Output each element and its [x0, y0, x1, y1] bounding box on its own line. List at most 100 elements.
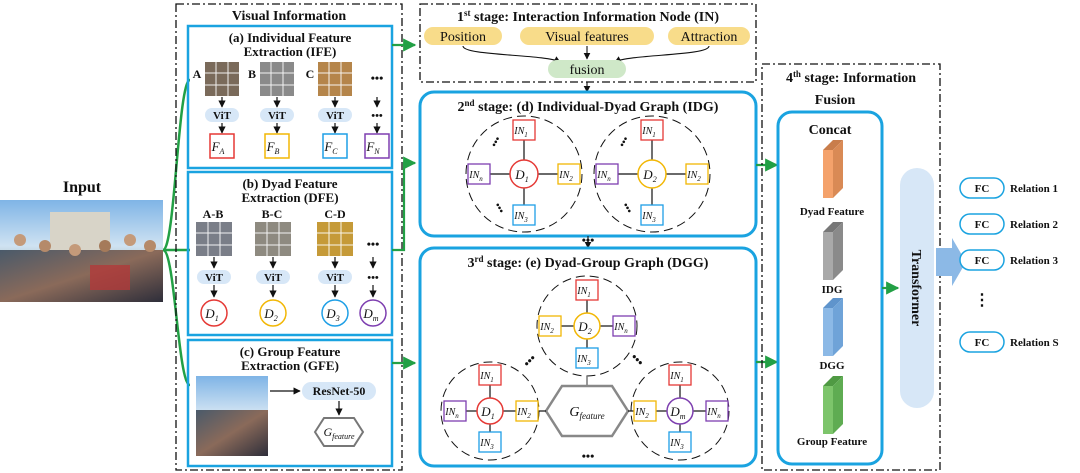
- feature-fc: [322, 133, 348, 159]
- output-relation-1: FC Relation 1: [959, 177, 1058, 199]
- stage3-box: [418, 246, 758, 468]
- group-feature-label: Group Feature: [797, 436, 867, 448]
- dgg-right-inn: [705, 400, 729, 422]
- dfe-box: [186, 170, 394, 337]
- resnet-pill: [302, 382, 376, 400]
- fc-3: [959, 249, 1005, 271]
- ife-vit-row: ViT ViT ViT •••: [205, 97, 383, 134]
- gfe-title-1: (c) Group Feature: [240, 344, 341, 359]
- dgg-d1-node: [476, 397, 504, 425]
- stage2-title: 2nd stage: (d) Individual-Dyad Graph (ID…: [458, 98, 719, 115]
- svg-text:IN2: IN2: [686, 170, 701, 183]
- output-relation-2: FC Relation 2: [959, 213, 1058, 235]
- dfe-ellipsis: •••: [367, 237, 380, 251]
- idg2-ellipsis-b: •••: [619, 201, 634, 216]
- dgg-dm-node: [666, 397, 694, 425]
- stage4-title-1: 4th stage: Information: [786, 69, 916, 86]
- pair-bc-label: B-C: [262, 207, 283, 221]
- visual-to-stage-arrows: [392, 38, 417, 370]
- stage4-title-2: Fusion: [815, 93, 856, 108]
- svg-text:FA: FA: [211, 139, 225, 156]
- ife-vit-1: ViT: [213, 110, 232, 122]
- svg-text:INn: INn: [706, 407, 721, 420]
- svg-text:INn: INn: [596, 170, 611, 183]
- dgg-d2-node: [573, 312, 601, 340]
- idg1-ellipsis-a: •••: [489, 134, 504, 149]
- dfe-vit-row: ViT ViT ViT •••: [197, 257, 379, 298]
- svg-text:D1: D1: [204, 306, 218, 323]
- fusion-arrows: [462, 45, 710, 63]
- ife-features: FA FB FC FN: [209, 133, 390, 159]
- group-feature-bar: [823, 376, 843, 434]
- dgg-top-inn: [612, 315, 636, 337]
- idg1-inn-node: [467, 163, 491, 185]
- dfe-vit-3: ViT: [326, 272, 345, 284]
- svg-text:IN1: IN1: [576, 286, 591, 299]
- dgg-gfeature: Gfeature ••• •••: [520, 350, 647, 438]
- ife-ellipsis-2: •••: [371, 110, 383, 122]
- output-relation-3: FC Relation 3: [959, 249, 1058, 271]
- idg1-in2-node: [557, 163, 581, 185]
- dgg-top-in3: [575, 347, 599, 369]
- fc-3-label: FC: [975, 255, 990, 267]
- svg-text:INn: INn: [468, 170, 483, 183]
- dfe-vit-1: ViT: [205, 272, 224, 284]
- fc-2-label: FC: [975, 219, 990, 231]
- idg-label: IDG: [822, 284, 843, 296]
- person-b-label: B: [248, 67, 256, 81]
- feature-fa: [209, 133, 235, 159]
- dyad-d2: [259, 299, 287, 327]
- idg-graph-1: D1 IN1 IN2 IN3 INn ••• •••: [465, 115, 583, 233]
- idg1-in1-node: [512, 119, 536, 141]
- dgg-ellipsis-left: •••: [520, 351, 539, 370]
- dgg-left-in2: [515, 400, 539, 422]
- svg-text:D3: D3: [325, 306, 339, 323]
- dfe-dyads: D1 D2 D3 Dm: [200, 299, 387, 327]
- dfe-title-1: (b) Dyad Feature: [242, 176, 337, 191]
- idg2-d2-node: [637, 159, 667, 189]
- dyad-d3: [321, 299, 349, 327]
- idg1-ellipsis-b: •••: [491, 201, 506, 216]
- feature-fb: [264, 133, 290, 159]
- dyad-feature-bar: [823, 140, 843, 198]
- dyad-d1: [200, 299, 228, 327]
- visual-features-pill: [520, 27, 654, 45]
- idg2-inn-node: [595, 163, 619, 185]
- svg-text:IN3: IN3: [576, 354, 591, 367]
- gfe-photo: [196, 376, 268, 456]
- svg-text:INn: INn: [613, 322, 628, 335]
- relation-2-label: Relation 2: [1010, 219, 1058, 231]
- concat-bars: Dyad Feature IDG DGG Group Feature: [797, 140, 867, 448]
- svg-text:Dm: Dm: [362, 306, 378, 323]
- stage3-title: 3rd stage: (e) Dyad-Group Graph (DGG): [468, 254, 709, 271]
- transformer-block: [900, 168, 934, 408]
- fc-2: [959, 213, 1005, 235]
- relation-1-label: Relation 1: [1010, 183, 1058, 195]
- idg-bar: [823, 222, 843, 280]
- svg-text:IN3: IN3: [479, 438, 494, 451]
- svg-text:IN1: IN1: [669, 371, 684, 384]
- dyad-feature-label: Dyad Feature: [800, 206, 864, 218]
- svg-text:IN2: IN2: [516, 407, 531, 420]
- visual-info-frame: [175, 3, 403, 471]
- relation-3-label: Relation 3: [1010, 255, 1058, 267]
- position-label: Position: [440, 30, 486, 45]
- idg-graph-2: D2 IN1 IN2 IN3 INn ••• •••: [593, 115, 711, 233]
- stages-to-fusion-arrows: [756, 158, 779, 369]
- output-relation-s: FC Relation S: [959, 331, 1059, 353]
- svg-text:Gfeature: Gfeature: [569, 405, 604, 421]
- idg2-in1-node: [640, 119, 664, 141]
- dgg-top-in1: [575, 279, 599, 301]
- attraction-label: Attraction: [681, 30, 738, 45]
- ife-vit-3: ViT: [326, 110, 345, 122]
- pair-ab-label: A-B: [203, 207, 224, 221]
- fc-1-label: FC: [975, 183, 990, 195]
- stage3-ellipsis: •••: [582, 449, 595, 463]
- svg-text:FC: FC: [323, 139, 338, 156]
- fc-s-label: FC: [975, 337, 990, 349]
- idg1-in3-node: [512, 204, 536, 226]
- dfe-pairs: A-B B-C C-D •••: [196, 207, 379, 256]
- svg-text:IN3: IN3: [669, 438, 684, 451]
- dgg-graph-d1: D1 IN1 IN2 IN3 INn: [440, 361, 546, 461]
